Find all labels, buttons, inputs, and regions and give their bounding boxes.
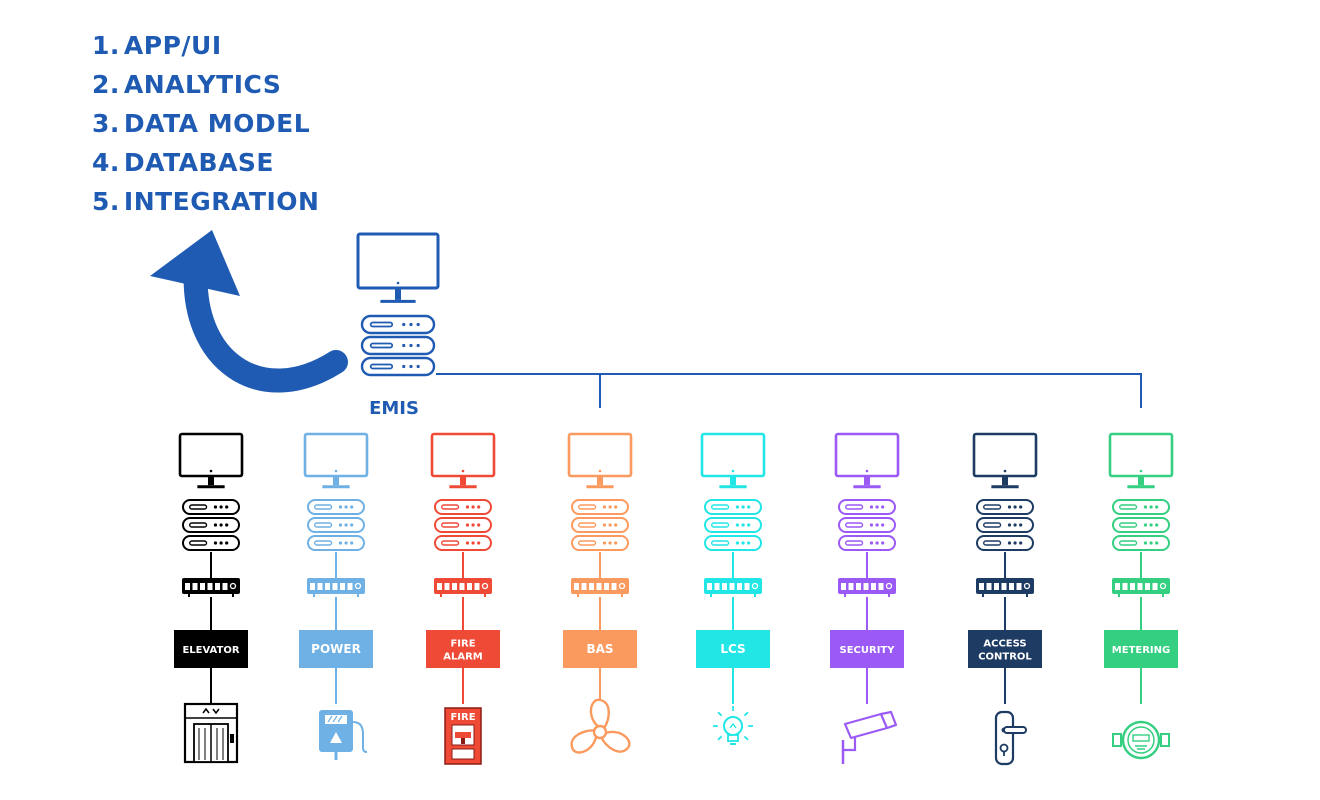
- layer-number: 4.: [92, 148, 120, 177]
- system-label-box: [1104, 630, 1178, 668]
- network-switch-icon: [182, 578, 240, 597]
- system-power: POWER: [299, 432, 373, 760]
- system-label-box: [968, 630, 1042, 668]
- monitor-icon: [1108, 432, 1174, 489]
- fan-icon: [570, 698, 631, 754]
- fire-alarm-icon: FIRE: [444, 707, 482, 765]
- server-stack-icon: [182, 499, 240, 551]
- security-camera-icon: [841, 710, 898, 764]
- system-label: ELEVATOR: [182, 645, 239, 656]
- system-fire-alarm: FIRE ALARM FIRE: [426, 432, 500, 765]
- network-switch-icon: [1112, 578, 1170, 597]
- layer-label: DATA MODEL: [123, 109, 311, 138]
- server-stack-icon: [434, 499, 492, 551]
- server-stack-icon: [704, 499, 762, 551]
- system-label: CONTROL: [978, 652, 1032, 663]
- layer-number: 1.: [92, 31, 120, 60]
- network-switch-icon: [976, 578, 1034, 597]
- monitor-icon: [430, 432, 496, 489]
- server-stack-icon: [360, 314, 436, 377]
- layer-label: DATABASE: [123, 148, 275, 177]
- layer-number: 5.: [92, 187, 120, 216]
- layer-item: 1.APP/UI: [92, 26, 319, 65]
- system-label-box: [299, 630, 373, 668]
- system-label: SECURITY: [840, 645, 896, 656]
- system-label: BAS: [586, 642, 613, 656]
- monitor-icon: [356, 232, 440, 303]
- server-stack-icon: [571, 499, 629, 551]
- system-elevator: ELEVATOR: [174, 432, 248, 764]
- emis-hub: [356, 232, 440, 377]
- layer-number: 3.: [92, 109, 120, 138]
- network-switch-icon: [307, 578, 365, 597]
- monitor-icon: [303, 432, 369, 489]
- curved-arrow-icon: [150, 230, 348, 393]
- system-label: LCS: [720, 642, 745, 656]
- system-label: FIRE: [450, 639, 475, 650]
- system-label-box: [830, 630, 904, 668]
- monitor-icon: [700, 432, 766, 489]
- system-label-box: [563, 630, 637, 668]
- layer-item: 2.ANALYTICS: [92, 65, 319, 104]
- network-switch-icon: [838, 578, 896, 597]
- layer-label: INTEGRATION: [123, 187, 320, 216]
- monitor-icon: [178, 432, 244, 489]
- monitor-icon: [972, 432, 1038, 489]
- network-switch-icon: [434, 578, 492, 597]
- system-lcs: LCS: [696, 432, 770, 745]
- system-label-box: [174, 630, 248, 668]
- elevator-icon: [183, 702, 239, 764]
- network-switch-icon: [704, 578, 762, 597]
- layer-number: 2.: [92, 70, 120, 99]
- layer-label: ANALYTICS: [123, 70, 282, 99]
- server-stack-icon: [838, 499, 896, 551]
- system-metering: METERING: [1104, 432, 1178, 760]
- layer-item: 4.DATABASE: [92, 143, 319, 182]
- system-label: ALARM: [443, 652, 483, 663]
- layer-label: APP/UI: [123, 31, 222, 60]
- connection-bus: [436, 373, 1142, 408]
- door-lock-icon: [994, 710, 1027, 766]
- server-stack-icon: [307, 499, 365, 551]
- power-meter-icon: [319, 710, 368, 760]
- server-stack-icon: [1112, 499, 1170, 551]
- system-security: SECURITY: [830, 432, 904, 764]
- fire-alarm-label: FIRE: [450, 712, 475, 723]
- layer-item: 5.INTEGRATION: [92, 182, 319, 221]
- system-label: METERING: [1112, 645, 1170, 656]
- monitor-icon: [567, 432, 633, 489]
- system-label: POWER: [311, 642, 361, 656]
- light-bulb-icon: [713, 706, 753, 745]
- system-access-control: ACCESS CONTROL: [968, 432, 1042, 766]
- system-label-box: [426, 630, 500, 668]
- water-meter-icon: [1112, 720, 1170, 760]
- system-label: ACCESS: [983, 639, 1026, 650]
- system-label-box: [696, 630, 770, 668]
- layer-item: 3.DATA MODEL: [92, 104, 319, 143]
- system-bas: BAS: [563, 432, 637, 754]
- network-switch-icon: [571, 578, 629, 597]
- emis-label: EMIS: [369, 398, 419, 419]
- monitor-icon: [834, 432, 900, 489]
- server-stack-icon: [976, 499, 1034, 551]
